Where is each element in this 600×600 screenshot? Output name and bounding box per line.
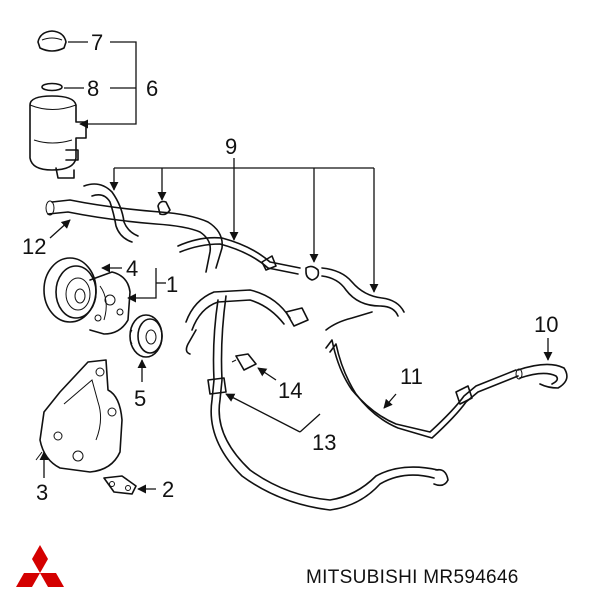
part-number-label: MITSUBISHI MR594646: [306, 567, 519, 588]
callout-2: 2: [162, 477, 174, 502]
callout-5: 5: [134, 386, 146, 411]
callout-1: 1: [166, 272, 178, 297]
pump-bracket: [35, 359, 123, 473]
return-tube: [325, 311, 519, 439]
suction-hose: [45, 199, 224, 273]
reservoir: [29, 95, 87, 179]
mitsubishi-logo: [16, 545, 64, 587]
pressure-sensor: [231, 353, 257, 371]
callout-7: 7: [91, 30, 103, 55]
callout-11: 11: [400, 364, 423, 389]
return-hose-upper: [83, 183, 405, 317]
reservoir-cap: [37, 30, 67, 52]
callout-10: 10: [534, 312, 558, 337]
callout-12: 12: [22, 234, 46, 259]
o-ring: [41, 82, 63, 92]
pump-assembly: [43, 257, 131, 335]
leader-lines: [39, 41, 553, 494]
callout-4: 4: [126, 256, 138, 281]
return-hose-10: [515, 363, 568, 389]
pulley: [129, 314, 163, 358]
callout-13: 13: [312, 430, 336, 455]
callout-3: 3: [36, 480, 48, 505]
bolt-plate: [103, 475, 137, 495]
callout-9: 9: [225, 134, 237, 159]
callout-8: 8: [87, 76, 99, 101]
callout-6: 6: [146, 76, 158, 101]
pressure-hose: [185, 289, 449, 511]
callout-14: 14: [278, 378, 302, 403]
